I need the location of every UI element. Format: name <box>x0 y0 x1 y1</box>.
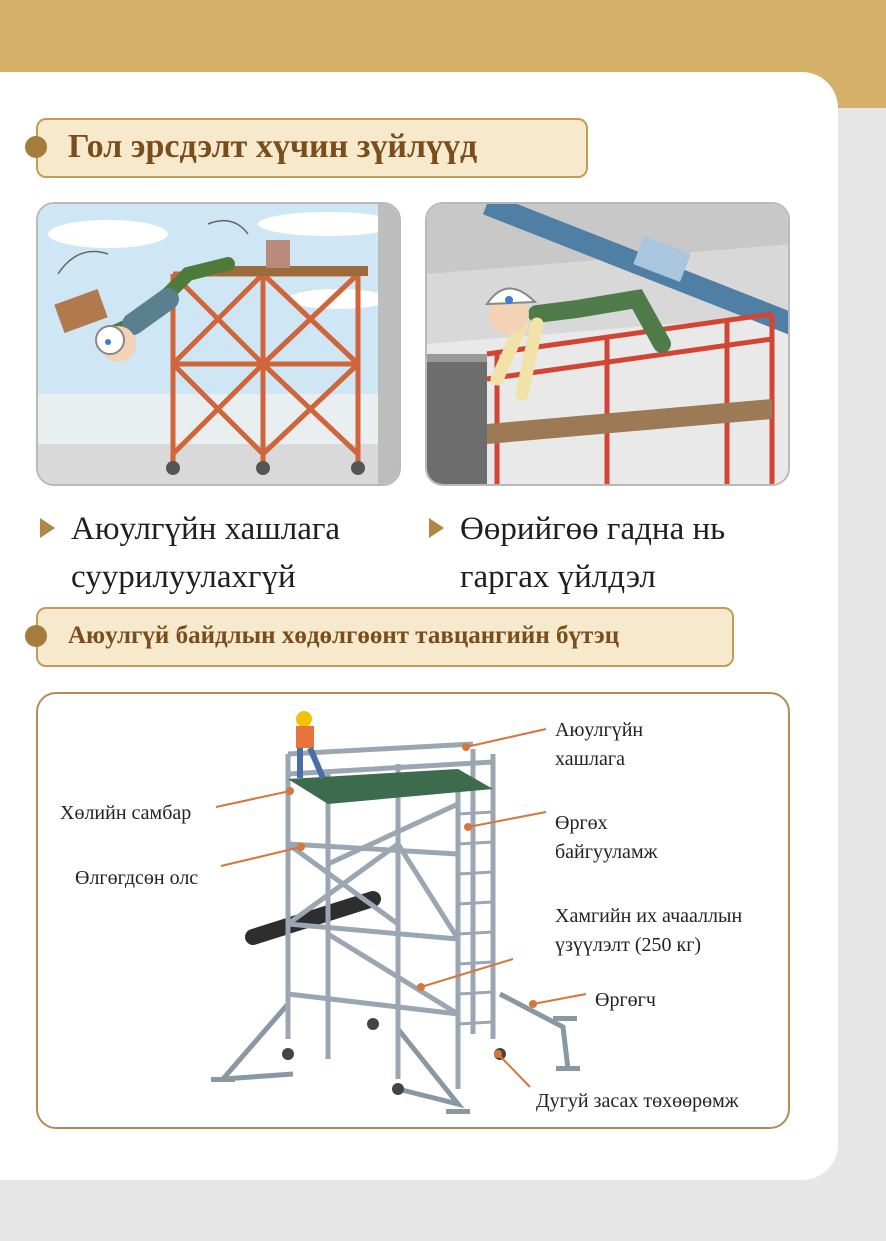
section-header-risks: Гол эрсдэлт хүчин зүйлүүд <box>25 118 588 178</box>
section-header-box <box>36 607 734 667</box>
bullet-dot-icon <box>25 136 47 158</box>
risk-caption-text: Аюулгүйн хашлага суурилуулахгүй <box>71 505 340 601</box>
label-line: Өргөх <box>555 812 608 834</box>
risk-caption-line: гаргах үйлдэл <box>460 559 656 595</box>
section-header-structure: Аюулгүй байдлын хөдөлгөөнт тавцангийн бү… <box>25 607 734 667</box>
risk-caption-line: Аюулгүйн хашлага <box>71 511 341 547</box>
falling-worker-illustration <box>38 204 399 484</box>
platform-deck <box>288 769 493 804</box>
label-line: Аюулгүйн <box>555 719 644 741</box>
risk-caption-line: Өөрийгөө гадна нь <box>460 511 726 547</box>
callout-dots <box>286 743 537 1058</box>
label-lift-structure: Өргөх байгууламж <box>555 809 657 867</box>
risk-caption-text: Өөрийгөө гадна нь гаргах үйлдэл <box>460 505 725 601</box>
triangle-bullet-icon <box>40 518 55 538</box>
illustration-leaning-out <box>425 202 790 486</box>
label-bracing: Өлгөгдсөн олс <box>75 867 199 889</box>
label-max-load: Хамгийн их ачааллын үзүүлэлт (250 кг) <box>555 902 742 960</box>
bracing-tube-icon <box>245 891 381 945</box>
foot-plate-icon <box>211 1016 580 1114</box>
bullet-dot-icon <box>25 625 47 647</box>
leaning-worker-illustration <box>427 204 788 484</box>
section-title: Гол эрсдэлт хүчин зүйлүүд <box>68 128 478 165</box>
label-line: үзүүлэлт (250 кг) <box>555 934 702 956</box>
scaffold-diagram-box: Аюулгүйн хашлага Хөлийн самбар Өлгөгдсөн… <box>36 692 790 1129</box>
ladder-rungs <box>457 810 494 1026</box>
illustration-no-guardrail <box>36 202 401 486</box>
label-toe-board: Хөлийн самбар <box>60 802 192 824</box>
triangle-bullet-icon <box>429 518 444 538</box>
worker-figure <box>296 711 326 780</box>
label-outrigger: Өргөгч <box>595 989 656 1011</box>
label-guardrail: Аюулгүйн хашлага <box>555 716 643 774</box>
mobile-scaffold-diagram <box>211 711 587 1114</box>
callout-lines <box>215 728 587 1088</box>
risk-caption-line: суурилуулахгүй <box>71 559 296 595</box>
label-wheel-lock: Дугуй засах төхөөрөмж <box>536 1090 739 1112</box>
label-line: Хамгийн их ачааллын <box>555 905 743 927</box>
section-title: Аюулгүй байдлын хөдөлгөөнт тавцангийн бү… <box>68 622 620 649</box>
label-line: байгууламж <box>555 841 658 863</box>
label-line: хашлага <box>555 748 625 770</box>
